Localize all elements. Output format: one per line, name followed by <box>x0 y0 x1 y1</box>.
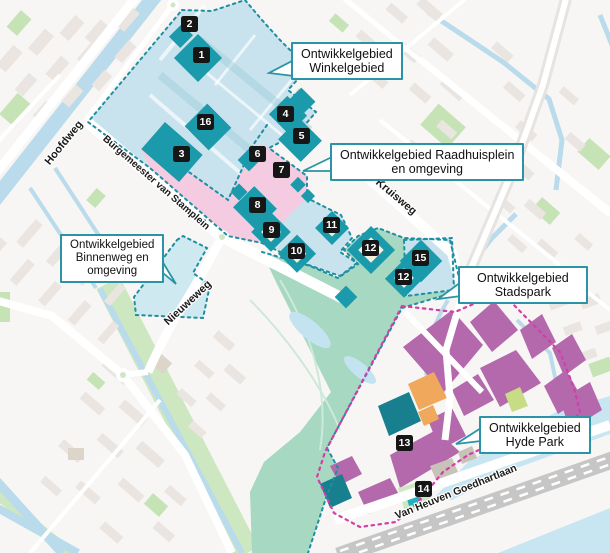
marker-13[interactable]: 13 <box>396 435 413 451</box>
callout-hyde-park: Ontwikkelgebied Hyde Park <box>479 416 591 455</box>
callout-stadspark: Ontwikkelgebied Stadspark <box>458 266 588 305</box>
roundabouts <box>116 0 229 382</box>
marker-8[interactable]: 8 <box>249 197 266 213</box>
marker-12[interactable]: 12 <box>362 240 379 256</box>
area-stadspark[interactable] <box>250 228 462 553</box>
marker-10[interactable]: 10 <box>288 243 305 259</box>
marker-7[interactable]: 7 <box>273 162 290 178</box>
marker-9[interactable]: 9 <box>263 222 280 238</box>
green-areas <box>0 10 610 517</box>
marker-12-second[interactable]: 12 <box>395 269 412 285</box>
marker-3[interactable]: 3 <box>173 146 190 162</box>
callout-winkelgebied: Ontwikkelgebied Winkelgebied <box>291 42 403 81</box>
marker-11[interactable]: 11 <box>323 217 340 233</box>
marker-1[interactable]: 1 <box>193 47 210 63</box>
railway <box>335 451 610 553</box>
marker-15[interactable]: 15 <box>412 250 429 266</box>
marker-4[interactable]: 4 <box>277 106 294 122</box>
marker-5[interactable]: 5 <box>293 128 310 144</box>
marker-6[interactable]: 6 <box>249 146 266 162</box>
marker-14[interactable]: 14 <box>415 481 432 497</box>
callout-raadhuisplein: Ontwikkelgebied Raadhuisplein en omgevin… <box>330 143 525 182</box>
marker-2[interactable]: 2 <box>181 16 198 32</box>
marker-16[interactable]: 16 <box>197 114 214 130</box>
callout-binnenweg: Ontwikkelgebied Binnenweg en omgeving <box>60 234 165 283</box>
